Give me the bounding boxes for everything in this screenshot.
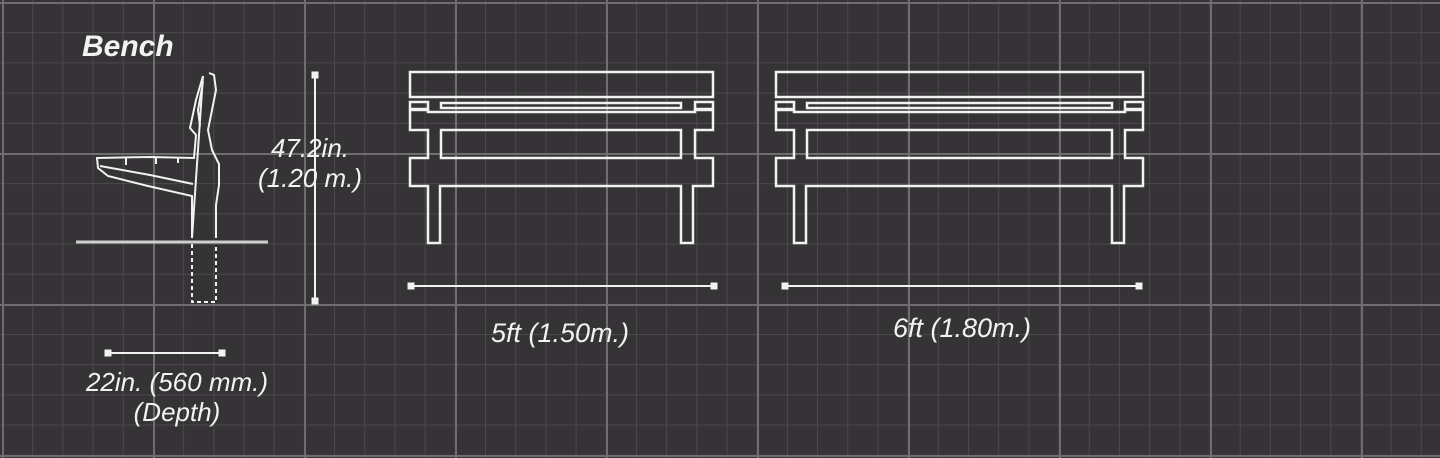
depth-caption-text: (Depth) [133, 396, 221, 427]
height-dimension-label: 47.2in. (1.20 m.) [250, 133, 370, 194]
depth-measurement-text: 22in. (560 mm.) [85, 367, 269, 397]
bench-side-profile [95, 72, 220, 239]
buried-footing [191, 244, 217, 303]
height-metric-text: (1.20 m.) [257, 162, 363, 193]
width-label-6ft: 6ft (1.80m.) [892, 313, 1032, 343]
width-dimension-line-6ft [781, 282, 1143, 290]
diagram-title: Bench [82, 30, 174, 63]
bench-front-view-6ft [774, 70, 1145, 245]
width-dimension-line-5ft [407, 282, 718, 290]
depth-dimension-line [104, 349, 226, 357]
depth-dimension-label: 22in. (560 mm.) (Depth) [62, 367, 292, 428]
width-label-5ft: 5ft (1.50m.) [490, 318, 630, 348]
height-imperial-text: 47.2in. [270, 133, 350, 163]
bench-front-view-5ft [408, 70, 715, 245]
height-dimension-line [311, 71, 319, 305]
